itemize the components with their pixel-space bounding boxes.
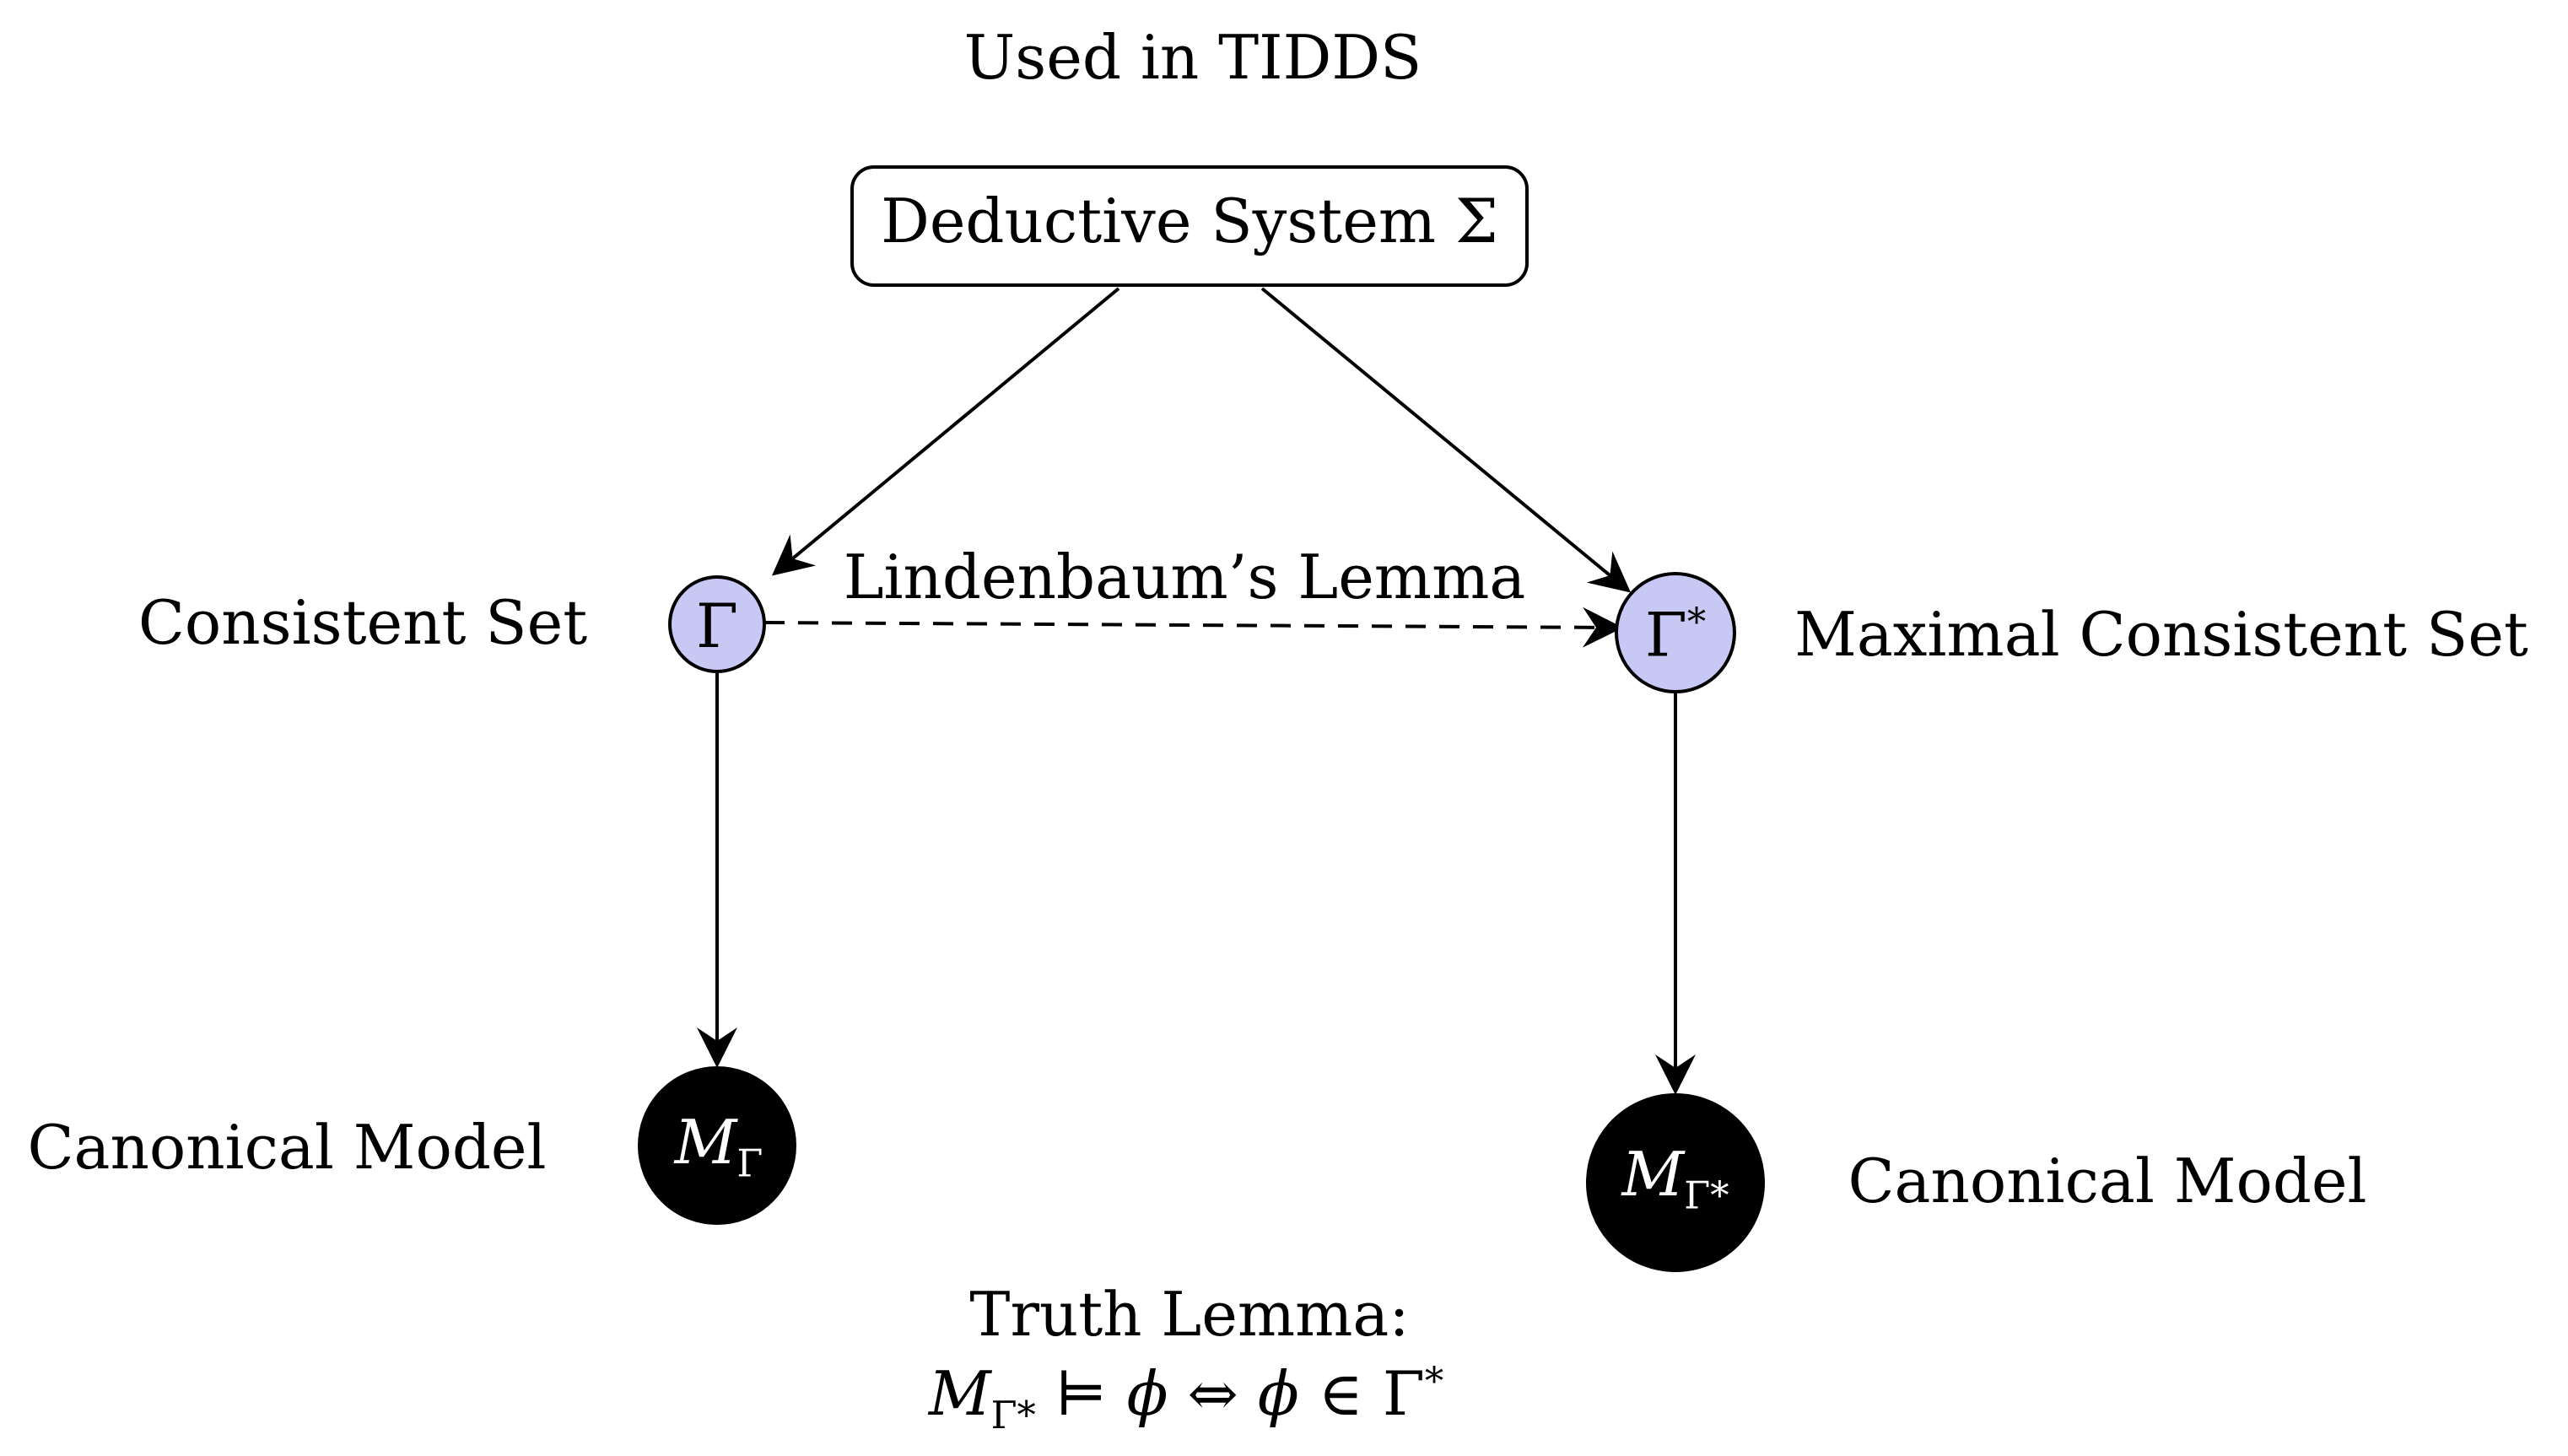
m-gamma-star-base: M: [1621, 1138, 1685, 1210]
formula-m-sub: Γ*: [990, 1393, 1036, 1437]
m-gamma-node-label: MΓ: [675, 1112, 763, 1183]
formula-m: M: [928, 1358, 991, 1430]
formula-phi-1: ϕ: [1126, 1358, 1168, 1430]
maximal-consistent-set-label: Maximal Consistent Set: [1794, 599, 2528, 670]
lindenbaum-lemma-label: Lindenbaum’s Lemma: [843, 542, 1526, 612]
truth-lemma-formula: MΓ* ⊨ ϕ ⇔ ϕ ∈ Γ*: [929, 1359, 1444, 1437]
deductive-system-label: Deductive System Σ: [881, 186, 1498, 256]
m-gamma-star-sub: Γ*: [1684, 1173, 1729, 1218]
gamma-star-node-label: Γ*: [1645, 600, 1707, 665]
m-gamma-base: M: [674, 1106, 737, 1178]
consistent-set-label: Consistent Set: [138, 587, 588, 658]
edge-sigma-to-gamma: [771, 287, 1120, 576]
formula-gamma: Γ: [1382, 1358, 1425, 1430]
gamma-star-base: Γ: [1644, 599, 1687, 671]
edge-sigma-to-gamma-star: [1260, 287, 1632, 593]
node-gamma-star: [1615, 572, 1736, 693]
formula-in: ∈: [1298, 1358, 1383, 1430]
m-gamma-sub: Γ: [736, 1141, 763, 1186]
gamma-node-label: Γ: [696, 590, 738, 661]
node-m-gamma: [638, 1066, 796, 1225]
m-gamma-star-node-label: MΓ*: [1621, 1144, 1729, 1215]
formula-phi-2: ϕ: [1257, 1358, 1299, 1430]
canonical-model-left-label: Canonical Model: [27, 1112, 547, 1183]
node-gamma: [668, 575, 766, 673]
diagram-title: Used in TIDDS: [963, 22, 1422, 93]
formula-iff: ⇔: [1168, 1358, 1258, 1430]
gamma-star-sup: *: [1686, 600, 1707, 644]
formula-gamma-sup: *: [1424, 1359, 1444, 1404]
node-m-gamma-star: [1586, 1093, 1765, 1272]
canonical-model-right-label: Canonical Model: [1848, 1146, 2367, 1216]
edge-lindenbaum: [763, 607, 1623, 648]
truth-lemma-title: Truth Lemma:: [969, 1279, 1410, 1350]
formula-models: ⊨: [1035, 1358, 1127, 1430]
deductive-system-box: [850, 165, 1529, 287]
